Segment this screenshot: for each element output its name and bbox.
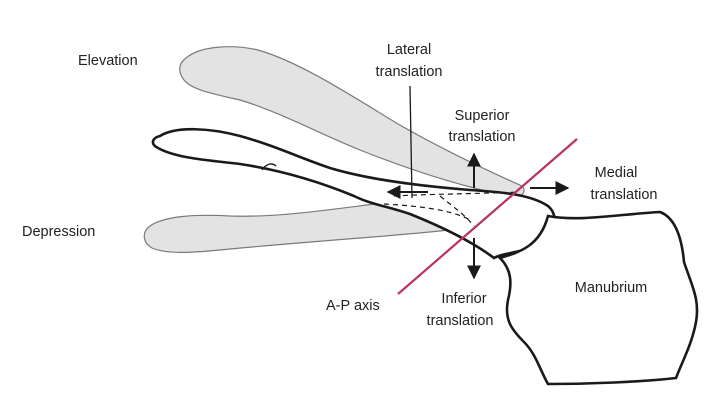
lateral-translation-label-line1: Lateral <box>387 42 431 58</box>
inferior-translation-label-line1: Inferior <box>441 291 486 307</box>
elevation-label: Elevation <box>78 53 138 69</box>
medial-translation-label-line1: Medial <box>595 165 638 181</box>
manubrium-label: Manubrium <box>575 280 648 296</box>
lateral-translation-label-line2: translation <box>376 64 443 80</box>
depression-label: Depression <box>22 224 95 240</box>
superior-translation-label-line1: Superior <box>455 108 510 124</box>
superior-translation-label-line2: translation <box>449 129 516 145</box>
ap-axis-label: A-P axis <box>326 298 380 314</box>
inferior-translation-label-line2: translation <box>427 313 494 329</box>
medial-translation-label-line2: translation <box>591 187 658 203</box>
